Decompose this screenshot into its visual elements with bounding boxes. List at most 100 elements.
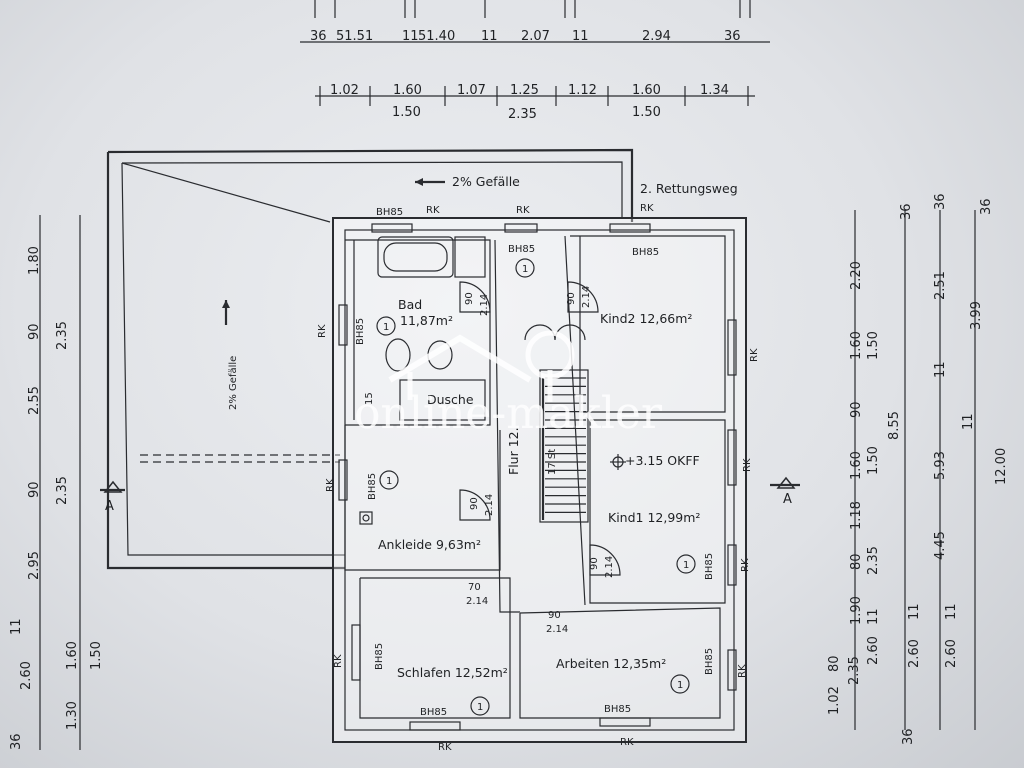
dim-label: 5.93 — [933, 451, 948, 480]
marker-number: 1 — [677, 680, 683, 691]
dim-label: 36 — [9, 733, 24, 750]
window — [727, 429, 737, 486]
watermark-text: online-makler — [354, 388, 663, 439]
dim-label: 12.00 — [994, 448, 1009, 485]
room-dusche: Dusche — [427, 392, 474, 407]
dim-label: 2.60 — [866, 636, 881, 665]
window — [371, 223, 413, 233]
dim-label: 2.55 — [27, 386, 42, 415]
door-swing-ankleide — [459, 489, 491, 521]
dim-label: 36 — [724, 29, 741, 44]
marker-circle — [515, 258, 535, 278]
watermark-house-icon — [388, 334, 532, 383]
dim-label: 2.20 — [849, 261, 864, 290]
window — [338, 304, 348, 346]
rk-label: RK — [742, 458, 753, 472]
dim-label: 1.60 — [632, 83, 661, 98]
bath-wall — [345, 239, 491, 426]
right-dimension-chains: 2.20 1.60 1.50 90 1.60 1.50 1.18 80 2.35… — [827, 193, 1009, 745]
window — [727, 544, 737, 586]
marker-number: 1 — [683, 560, 689, 571]
dim-label: 1.02 — [330, 83, 359, 98]
terrace-area: 2% Gefälle 2% Gefälle 2. Rettungsweg — [106, 148, 738, 570]
dim-label: 11 — [866, 608, 881, 625]
door-width: 90 — [566, 292, 577, 305]
dim-label: 11 — [481, 29, 498, 44]
bh-label: BH85 — [376, 207, 403, 218]
dim-label: 2.94 — [642, 29, 671, 44]
dim-label: 1.07 — [457, 83, 486, 98]
arrow-head-icon — [415, 178, 423, 186]
door-height: 2.14 — [484, 494, 495, 516]
dim-label: 1.60 — [65, 641, 80, 670]
section-a-left: A — [105, 499, 114, 514]
dim-label: 36 — [310, 29, 327, 44]
dim-label: 90 — [849, 401, 864, 418]
dim-label: 1.50 — [866, 446, 881, 475]
left-dimension-chain: 1.80 90 2.35 2.55 90 2.35 2.95 11 1.60 1… — [9, 215, 104, 750]
rk-label: RK — [740, 558, 751, 572]
rk-label: RK — [325, 478, 336, 492]
dim-label: 1.25 — [510, 83, 539, 98]
top-dimension-chains: 36 51.51 11 51.40 11 2.07 11 2.94 36 1.0… — [300, 0, 770, 122]
dim-label: 11 — [944, 603, 959, 620]
door-swing-kind2 — [567, 281, 599, 313]
door-swing-kind1 — [589, 544, 621, 576]
slope-line — [121, 162, 331, 223]
dim-label: 2.51 — [933, 271, 948, 300]
rk-label: RK — [516, 205, 530, 216]
door-width: 90 — [589, 557, 600, 570]
bh-label: BH85 — [367, 473, 378, 500]
window — [599, 717, 651, 727]
dim-label: 2.35 — [866, 546, 881, 575]
dim-label: 11 — [572, 29, 589, 44]
rk-label: RK — [426, 205, 440, 216]
dim-label: 2.35 — [508, 107, 537, 122]
window — [351, 624, 361, 681]
dim-label: 2.60 — [944, 639, 959, 668]
window — [609, 223, 651, 233]
rk-label: RK — [438, 742, 452, 753]
door-width: 70 — [468, 582, 481, 593]
dim-label: 11 — [961, 413, 976, 430]
dim-label: 80 — [827, 655, 842, 672]
dim-label: 1.50 — [632, 105, 661, 120]
dim-label: 80 — [849, 553, 864, 570]
dim-label: 1.60 — [849, 331, 864, 360]
stair-label: 17 St — [547, 449, 558, 475]
windows — [338, 223, 737, 731]
marker-number: 1 — [477, 702, 483, 713]
shower — [399, 379, 486, 421]
terrace-outer-wall — [107, 148, 634, 222]
section-markers: A A — [100, 476, 800, 514]
fixture-circle — [362, 514, 370, 522]
bh-label: BH85 — [704, 553, 715, 580]
kind2-wall — [570, 235, 726, 413]
room-arbeiten: Arbeiten 12,35m² — [556, 656, 666, 671]
dim-label: 2.60 — [19, 661, 34, 690]
dim-label: 11 — [933, 361, 948, 378]
dim-label: 51.40 — [418, 29, 455, 44]
marker-number: 1 — [386, 476, 392, 487]
door-height: 2.14 — [581, 286, 592, 308]
arbeiten-wall — [519, 607, 721, 719]
bathtub-basin — [383, 242, 448, 272]
marker-number: 1 — [522, 264, 528, 275]
marker-circle — [670, 674, 690, 694]
dim-label: 2.35 — [55, 476, 70, 505]
marker-circle — [676, 554, 696, 574]
bathtub — [377, 236, 454, 278]
radiator-labels: RK RK RK RK RK RK RK RK RK RK RK RK BH85… — [317, 203, 760, 753]
window — [504, 223, 538, 233]
dim-label: 1.34 — [700, 83, 729, 98]
dim-label: 36 — [899, 203, 914, 220]
section-arrow-icon — [776, 476, 796, 489]
window — [409, 721, 461, 731]
marker-number: 1 — [383, 322, 389, 333]
toilet — [385, 338, 411, 372]
room-bad: Bad — [398, 297, 422, 312]
dim-label: 51.51 — [336, 29, 373, 44]
dim-label: 1.60 — [849, 451, 864, 480]
rk-label: RK — [737, 664, 748, 678]
